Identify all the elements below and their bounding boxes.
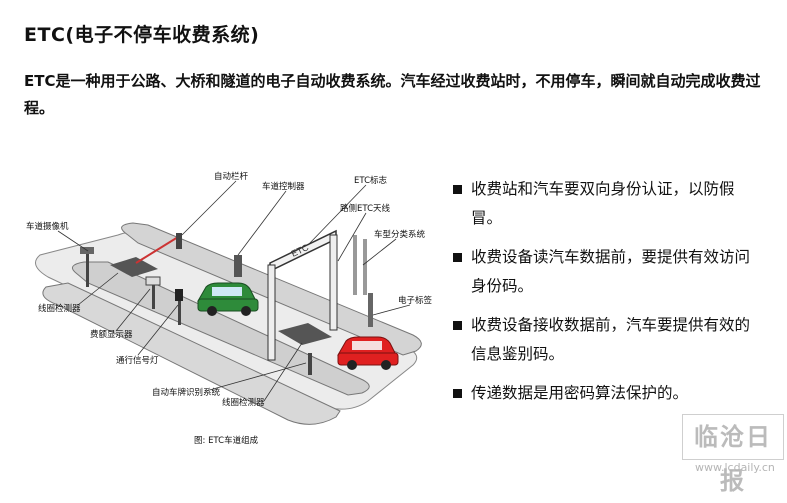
- watermark-url: www.lcdaily.cn: [695, 461, 775, 474]
- label-loop-detector-1: 线圈检测器: [38, 303, 81, 314]
- barrier-arm: [135, 236, 179, 264]
- label-electronic-tag: 电子标签: [398, 295, 433, 306]
- fee-display-box: [145, 276, 161, 286]
- label-vehicle-classifier: 车型分类系统: [374, 229, 426, 240]
- page-title: ETC(电子不停车收费系统): [24, 24, 260, 46]
- bullet-text: 收费站和汽车要双向身份认证，以防假冒。: [471, 180, 735, 227]
- label-etc-sign: ETC标志: [354, 175, 387, 186]
- red-car: [337, 336, 399, 370]
- electronic-tag-pole: [368, 293, 373, 327]
- classifier-post-2: [363, 239, 367, 295]
- bullet-item: 收费设备接收数据前，汽车要提供有效的信息鉴别码。: [453, 311, 753, 369]
- bullet-text: 收费设备读汽车数据前，要提供有效访问身份码。: [471, 248, 751, 295]
- bullet-square-icon: [453, 389, 462, 398]
- lane-controller-box: [234, 255, 242, 277]
- lower-island: [42, 282, 341, 425]
- bullet-text: 传递数据是用密码算法保护的。: [471, 384, 689, 402]
- bullet-text: 收费设备接收数据前，汽车要提供有效的信息鉴别码。: [471, 316, 751, 363]
- bullet-item: 收费设备读汽车数据前，要提供有效访问身份码。: [453, 243, 753, 301]
- traffic-light-box: [175, 289, 183, 301]
- label-roadside-antenna: 路侧ETC天线: [340, 203, 391, 214]
- etc-lane-diagram: ETC 自动栏杆 车道控制器 E: [26, 171, 433, 446]
- label-lane-camera: 车道摄像机: [26, 221, 69, 232]
- bullet-list: 收费站和汽车要双向身份认证，以防假冒。 收费设备读汽车数据前，要提供有效访问身份…: [453, 175, 753, 418]
- gantry-left-post: [267, 264, 276, 361]
- label-fee-display: 费额显示器: [90, 329, 133, 340]
- bullet-square-icon: [453, 253, 462, 262]
- traffic-light-post: [178, 295, 181, 325]
- label-plate-recognition: 自动车牌识别系统: [152, 387, 221, 398]
- barrier-box: [176, 233, 182, 249]
- bullet-square-icon: [453, 321, 462, 330]
- loop-detector-2-pad: [278, 323, 332, 345]
- label-traffic-light: 通行信号灯: [116, 355, 159, 366]
- camera-post: [86, 253, 89, 287]
- middle-island: [71, 261, 370, 396]
- bullet-item: 收费站和汽车要双向身份认证，以防假冒。: [453, 175, 753, 233]
- bullet-square-icon: [453, 185, 462, 194]
- loop-detector-1-pad: [110, 257, 158, 277]
- label-loop-detector-2: 线圈检测器: [222, 397, 265, 408]
- fee-display-post: [152, 283, 155, 309]
- label-auto-barrier: 自动栏杆: [214, 171, 249, 182]
- diagram-caption: 图: ETC车道组成: [194, 435, 259, 446]
- gantry-right-post: [329, 234, 338, 331]
- plate-camera-post: [308, 353, 312, 375]
- green-car: [197, 282, 259, 316]
- bullet-item: 传递数据是用密码算法保护的。: [453, 379, 753, 408]
- classifier-post: [353, 235, 357, 295]
- watermark-logo: 临沧日报: [682, 414, 784, 495]
- label-lane-controller: 车道控制器: [262, 181, 305, 192]
- intro-paragraph: ETC是一种用于公路、大桥和隧道的电子自动收费系统。汽车经过收费站时，不用停车，…: [24, 72, 761, 117]
